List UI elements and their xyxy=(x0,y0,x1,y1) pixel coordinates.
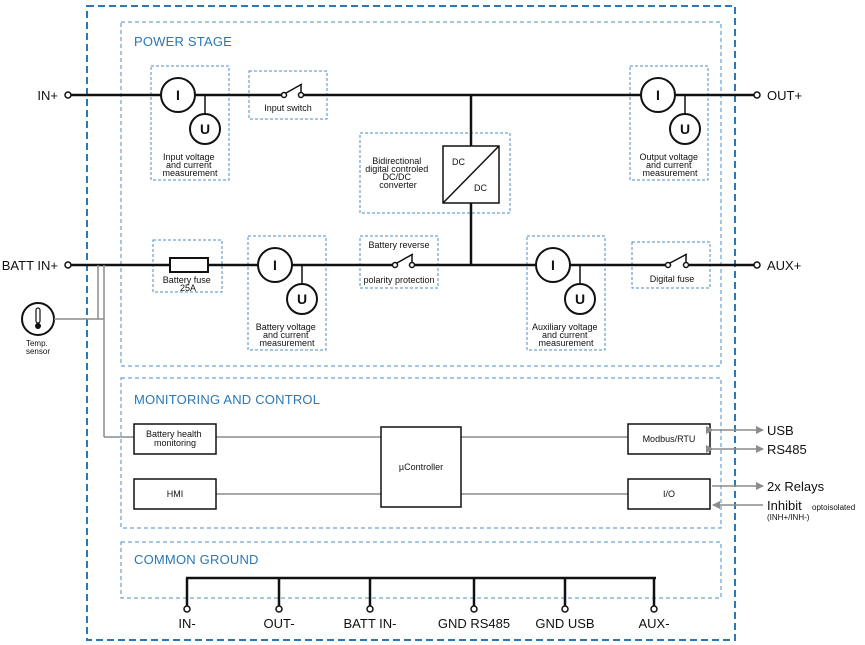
input-switch-contact-right xyxy=(297,91,305,99)
ground-terminal-batt-in xyxy=(366,605,374,613)
inhibit-label: Inhibit xyxy=(767,498,802,513)
input-current-meter-label: I xyxy=(176,87,180,103)
dc-top-label: DC xyxy=(452,157,465,167)
battery-fuse-icon xyxy=(169,257,209,273)
ucontroller-block xyxy=(380,426,462,508)
polarity-switch-lever xyxy=(396,253,414,264)
monitoring-title: MONITORING AND CONTROL xyxy=(134,392,320,407)
input-switch-label: Input switch xyxy=(264,103,312,113)
ground-terminal-out xyxy=(275,605,283,613)
common-ground-section xyxy=(120,541,722,599)
usb-label: USB xyxy=(767,423,794,438)
io-block xyxy=(627,478,711,510)
hmi-block xyxy=(133,478,217,510)
in-plus-label: IN+ xyxy=(37,88,58,103)
thermometer-icon xyxy=(35,307,41,324)
output-measurement-label: Output voltage and current measurement xyxy=(639,152,700,178)
input-switch-contact-left xyxy=(280,91,288,99)
converter-frame xyxy=(359,132,511,214)
out-plus-label: OUT+ xyxy=(767,88,802,103)
power-stage-title: POWER STAGE xyxy=(134,34,232,49)
battery-measurement-frame xyxy=(247,235,327,351)
aux-current-meter-label: I xyxy=(551,257,555,273)
aux-plus-terminal xyxy=(753,261,761,269)
ground-label-in: IN- xyxy=(178,616,195,631)
battery-health-label: Battery health monitoring xyxy=(146,429,204,448)
input-current-meter-icon xyxy=(160,77,196,113)
ground-label-gnd-usb: GND USB xyxy=(535,616,594,631)
modbus-label: Modbus/RTU xyxy=(643,434,696,444)
modbus-block xyxy=(627,423,711,455)
outer-boundary xyxy=(86,5,736,641)
battery-current-meter-icon xyxy=(257,247,293,283)
input-voltage-meter-label: U xyxy=(200,121,210,137)
aux-measurement-frame xyxy=(526,235,606,351)
aux-plus-label: AUX+ xyxy=(767,258,801,273)
converter-label: Bidirectional digital controled DC/DC co… xyxy=(365,156,431,190)
polarity-bottom-label: polarity protection xyxy=(363,275,434,285)
aux-measurement-label: Auxiliary voltage and current measuremen… xyxy=(532,322,600,348)
polarity-top-label: Battery reverse xyxy=(368,240,429,250)
power-stage-section xyxy=(120,21,722,367)
batt-in-plus-label: BATT IN+ xyxy=(2,258,58,273)
battery-health-block xyxy=(133,423,217,455)
output-voltage-meter-label: U xyxy=(680,121,690,137)
output-current-meter-icon xyxy=(640,77,676,113)
inhibit-pins: (INH+/INH-) xyxy=(767,513,810,522)
input-measurement-label: Input voltage and current measurement xyxy=(162,152,218,178)
dcdc-diagonal xyxy=(442,145,500,204)
batt-in-plus-terminal xyxy=(64,261,72,269)
aux-current-meter-icon xyxy=(535,247,571,283)
out-plus-terminal xyxy=(753,91,761,99)
ground-label-batt-in: BATT IN- xyxy=(344,616,397,631)
aux-voltage-meter-label: U xyxy=(575,291,585,307)
io-label: I/O xyxy=(663,489,675,499)
ground-label-gnd-rs485: GND RS485 xyxy=(438,616,510,631)
rs485-label: RS485 xyxy=(767,442,807,457)
input-switch-lever xyxy=(285,83,303,94)
ground-terminals: IN- OUT- BATT IN- GND RS485 GND USB AUX- xyxy=(178,578,670,631)
digital-fuse-label: Digital fuse xyxy=(650,274,695,284)
output-voltage-meter-icon xyxy=(669,113,701,145)
aux-voltage-meter-icon xyxy=(564,283,596,315)
output-current-meter-label: I xyxy=(656,87,660,103)
dc-bottom-label: DC xyxy=(474,183,487,193)
ground-label-aux: AUX- xyxy=(638,616,669,631)
monitoring-section xyxy=(120,377,722,529)
digital-fuse-contact-left xyxy=(664,261,672,269)
ground-terminal-gnd-usb xyxy=(561,605,569,613)
input-voltage-meter-icon xyxy=(189,113,221,145)
polarity-switch-contact-left xyxy=(391,261,399,269)
hmi-label: HMI xyxy=(167,489,184,499)
in-plus-terminal xyxy=(64,91,72,99)
battery-voltage-meter-label: U xyxy=(297,291,307,307)
ground-terminal-aux xyxy=(650,605,658,613)
output-measurement-frame xyxy=(629,65,709,181)
battery-fuse-label: Battery fuse 25A xyxy=(163,275,214,293)
temp-sensor-label: Temp. sensor xyxy=(26,339,50,356)
polarity-switch-contact-right xyxy=(408,261,416,269)
inhibit-note: optoisolated xyxy=(812,503,855,512)
common-ground-title: COMMON GROUND xyxy=(134,552,259,567)
thermometer-bulb-icon xyxy=(35,323,41,329)
battery-measurement-label: Battery voltage and current measurement xyxy=(256,322,319,348)
digital-fuse-lever xyxy=(669,253,688,264)
battery-voltage-meter-icon xyxy=(286,283,318,315)
ground-label-out: OUT- xyxy=(263,616,294,631)
input-measurement-frame xyxy=(150,65,230,181)
battery-current-meter-label: I xyxy=(273,257,277,273)
ground-terminal-gnd-rs485 xyxy=(470,605,478,613)
ucontroller-label: µController xyxy=(399,462,443,472)
digital-fuse-contact-right xyxy=(682,261,690,269)
relays-label: 2x Relays xyxy=(767,479,825,494)
ground-terminal-in xyxy=(183,605,191,613)
